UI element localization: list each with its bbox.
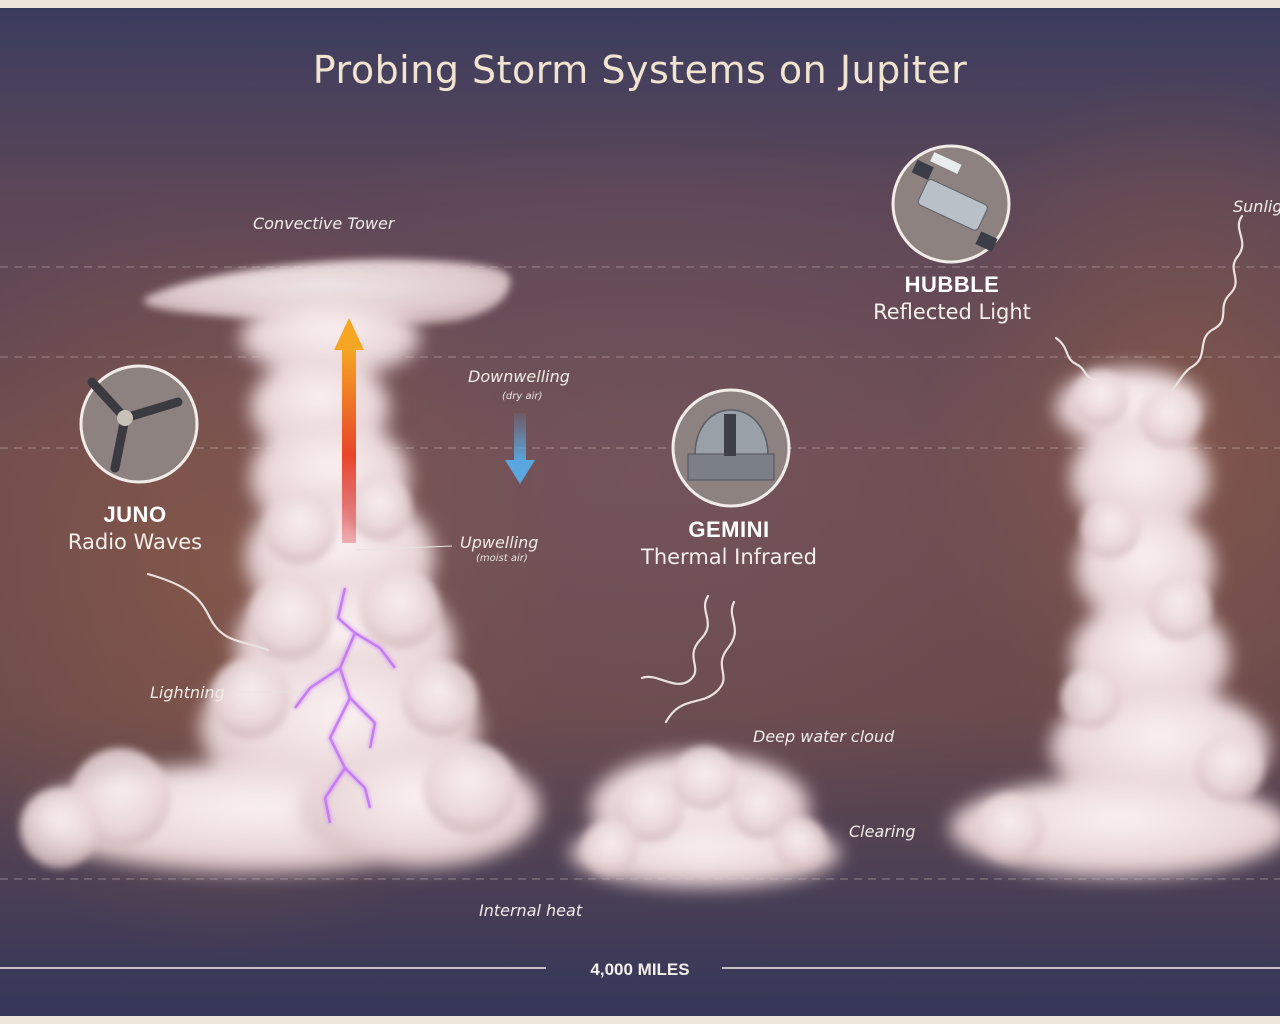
leader-lines [236, 545, 453, 693]
gemini-observatory-icon [671, 388, 791, 508]
lightning-bolt [294, 587, 396, 824]
mission-gemini-mode: Thermal Infrared [641, 545, 817, 569]
mission-juno: JUNO Radio Waves [15, 502, 255, 554]
mission-gemini-name: GEMINI [688, 517, 770, 542]
label-lightning: Lightning [150, 683, 225, 702]
label-clearing: Clearing [849, 822, 916, 841]
page-title: Probing Storm Systems on Jupiter [312, 48, 968, 92]
hubble-telescope-icon [891, 144, 1011, 264]
mission-juno-mode: Radio Waves [67, 530, 203, 554]
mission-juno-name: JUNO [103, 502, 167, 527]
diagram-canvas: Probing Storm Systems on Jupiter Convect… [0, 8, 1280, 1016]
scale-label: 4,000 MILES [590, 960, 690, 979]
label-deep-water-cloud: Deep water cloud [753, 727, 895, 746]
right-storm-column [950, 368, 1280, 878]
gemini-ir-wave-2 [664, 600, 736, 724]
gemini-ir-wave-1 [640, 594, 710, 685]
juno-radio-wave [146, 572, 270, 652]
upwelling-arrow [334, 318, 364, 543]
convective-tower-cloud [20, 259, 540, 873]
mission-gemini: GEMINI Thermal Infrared [609, 517, 849, 569]
signal-waves [146, 214, 1244, 724]
deep-water-cloud [570, 746, 840, 888]
label-internal-heat: Internal heat [479, 901, 583, 920]
hubble-sunlight-wave-in [1170, 214, 1244, 392]
juno-spacecraft-icon [79, 364, 199, 484]
label-sunlight: Sunlig [1233, 197, 1280, 216]
label-downwelling-sub: (dry air) [502, 391, 543, 402]
label-downwelling: Downwelling [468, 367, 570, 386]
label-upwelling: Upwelling [460, 533, 539, 552]
mission-hubble-name: HUBBLE [904, 272, 1000, 297]
label-convective-tower: Convective Tower [253, 214, 395, 233]
label-upwelling-sub: (moist air) [476, 553, 528, 564]
altitude-guides [0, 266, 1280, 880]
downwelling-arrow [505, 413, 535, 484]
mission-hubble: HUBBLE Reflected Light [832, 272, 1072, 324]
mission-hubble-mode: Reflected Light [873, 300, 1031, 324]
storm-diagram-artwork [0, 144, 1280, 969]
hubble-reflected-wave-out [1054, 336, 1100, 382]
